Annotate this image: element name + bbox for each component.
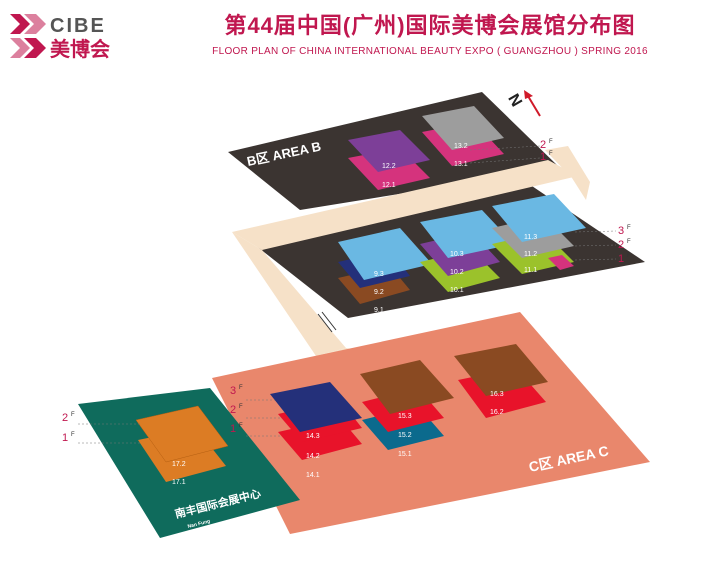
floor-marker-2f-n: 2: [62, 412, 68, 424]
hall-11-1b[interactable]: [548, 255, 574, 270]
floor-markers-nanfung: 2 F 1 F: [62, 412, 140, 444]
floor-marker-2f-n-suffix: F: [71, 412, 75, 418]
page-subtitle: FLOOR PLAN OF CHINA INTERNATIONAL BEAUTY…: [212, 46, 648, 57]
hall-10-1-label: 10.1: [450, 287, 464, 294]
compass-label: N: [504, 91, 525, 110]
hall-15-3[interactable]: [360, 360, 454, 414]
floor-marker-2f-c: 2: [230, 404, 236, 416]
floor-marker-2f-b: 2: [540, 139, 546, 151]
hall-12[interactable]: 12.2 12.1: [348, 130, 430, 190]
page-title: 第44届中国(广州)国际美博会展馆分布图: [224, 13, 636, 38]
hall-13-2-label: 13.2: [454, 143, 468, 150]
walkway-arrow-2: [321, 311, 337, 331]
floor-marker-2f-c-suffix: F: [239, 404, 243, 410]
hall-15[interactable]: 15.3 15.2 15.1: [360, 360, 454, 458]
cibe-logo: CIBE 美博会: [10, 14, 110, 61]
walkway-bridge: [545, 146, 590, 200]
floor-marker-1f-c: 1: [230, 423, 236, 435]
hall-17-1-label: 17.1: [172, 479, 186, 486]
hall-11-3-label: 11.3: [524, 234, 537, 241]
hall-12-2[interactable]: [348, 130, 430, 172]
floor-marker-1f-b-suffix: F: [549, 151, 553, 157]
hall-14-1-label: 14.1: [306, 472, 320, 479]
hall-10-2-label: 10.2: [450, 269, 464, 276]
hall-13-2[interactable]: [422, 106, 504, 150]
hall-15-2-label: 15.2: [398, 432, 412, 439]
hall-11-2-label: 11.2: [524, 251, 537, 258]
cibe-logo-mark: [10, 14, 46, 58]
hall-16[interactable]: 16.3 16.2: [454, 344, 548, 418]
floor-marker-1f-n-suffix: F: [71, 432, 75, 438]
hall-9-3[interactable]: [338, 228, 432, 280]
hall-11-3[interactable]: [492, 194, 586, 242]
hall-17-2-label: 17.2: [172, 461, 186, 468]
floor-marker-1f-n: 1: [62, 432, 68, 444]
hall-9-1-label: 9.1: [374, 307, 384, 314]
hall-10-3[interactable]: [420, 210, 514, 258]
hall-14-3[interactable]: [270, 382, 362, 432]
hall-14-2-label: 14.2: [306, 453, 320, 460]
floor-markers-11: 3 F 2 F 1 F: [574, 225, 631, 265]
walkway-arrow: [317, 313, 333, 333]
hall-10-3-label: 10.3: [450, 251, 464, 258]
hall-16-3-label: 16.3: [490, 391, 504, 398]
hall-13[interactable]: 13.2 13.1: [422, 106, 504, 168]
floor-marker-1f-c-suffix: F: [239, 423, 243, 429]
floor-marker-2f-b-suffix: F: [549, 139, 553, 145]
floor-marker-3f-c: 3: [230, 385, 236, 397]
hall-14-3-label: 14.3: [306, 433, 320, 440]
compass-arrow: [527, 95, 541, 117]
compass-arrow-head: [524, 90, 533, 99]
hall-11-1-label: 11.1: [524, 267, 537, 274]
cibe-logo-text: CIBE: [50, 15, 106, 37]
floor-marker-1f-b: 1: [540, 151, 546, 163]
floor-markers-b: 2 F 1 F: [469, 139, 553, 164]
floor-marker-2f: 2: [618, 239, 624, 251]
floor-marker-1f: 1: [618, 253, 624, 265]
hall-14[interactable]: 14.3 14.2 14.1: [270, 382, 362, 479]
hall-10[interactable]: 10.3 10.2 10.1: [420, 210, 514, 294]
hall-13-1-label: 13.1: [454, 161, 468, 168]
cibe-logo-text-zh: 美博会: [50, 37, 110, 61]
floor-marker-1f-suffix: F: [627, 253, 631, 259]
floor-marker-3f: 3: [618, 225, 624, 237]
walkway-upper: [232, 160, 578, 250]
floor-marker-2f-suffix: F: [627, 239, 631, 245]
floor-markers-c: 3 F 2 F 1 F: [230, 385, 280, 437]
hall-9-2-label: 9.2: [374, 289, 384, 296]
hall-9-3-label: 9.3: [374, 271, 384, 278]
hall-9[interactable]: 9.3 9.2 9.1: [338, 228, 432, 314]
hall-16-1[interactable]: [454, 344, 548, 396]
hall-17-2[interactable]: [135, 405, 229, 463]
hall-17[interactable]: 17.2 17.1: [135, 405, 229, 486]
hall-16-2-label: 16.2: [490, 409, 504, 416]
hall-11[interactable]: 11.3 11.2 11.1: [492, 194, 586, 274]
floor-marker-3f-c-suffix: F: [239, 385, 243, 391]
floor-marker-3f-suffix: F: [627, 225, 631, 231]
walkway-vertical: [232, 232, 346, 356]
hall-15-3-label: 15.3: [398, 413, 412, 420]
hall-12-1-label: 12.1: [382, 182, 396, 189]
nanfung-label-en-1: Nan Fung: [187, 519, 211, 530]
hall-15-1-label: 15.1: [398, 451, 412, 458]
hall-12-2-label: 12.2: [382, 163, 396, 170]
